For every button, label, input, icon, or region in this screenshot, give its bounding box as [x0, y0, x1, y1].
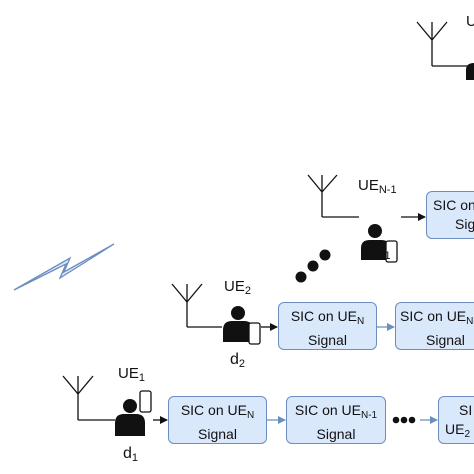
antenna-icon-ue2: [171, 283, 203, 327]
user-icon-uen: [466, 63, 474, 80]
label-ue2: UE2: [224, 278, 251, 297]
sic-box-row1-uen-1: SIC on UEN-1 Signal: [286, 396, 386, 444]
antenna-icon-uen: [416, 21, 448, 66]
lightning-icon: [13, 243, 115, 291]
sic-box-row1-ue2-partial: SI UE2: [438, 396, 474, 444]
label-uen: U: [466, 13, 474, 30]
user-phone-icon-ue1: [115, 390, 152, 436]
sic-box-row2-uen: SIC on UEN Signal: [278, 302, 377, 350]
antenna-icon-ue1: [62, 375, 94, 420]
label-d2: d2: [230, 351, 246, 370]
label-ue1: UE1: [118, 365, 145, 384]
sic-box-row2-uen-1-partial: SIC on UEN-1 Signal: [395, 302, 474, 350]
ellipsis-dots-diagonal: [295, 249, 331, 283]
ellipsis-dots-row1: [392, 416, 416, 424]
label-dn-1: dN-1: [364, 243, 391, 262]
antenna-icon-uen-1: [307, 174, 338, 217]
label-d1: d1: [123, 445, 139, 464]
label-uen-1: UEN-1: [358, 177, 397, 196]
user-phone-icon-ue2: [223, 306, 261, 345]
sic-box-row3-uen-partial: SIC on UE Sig: [426, 191, 474, 239]
user-phone-icon-uen-1: [361, 224, 398, 263]
sic-box-row1-uen: SIC on UEN Signal: [168, 396, 267, 444]
